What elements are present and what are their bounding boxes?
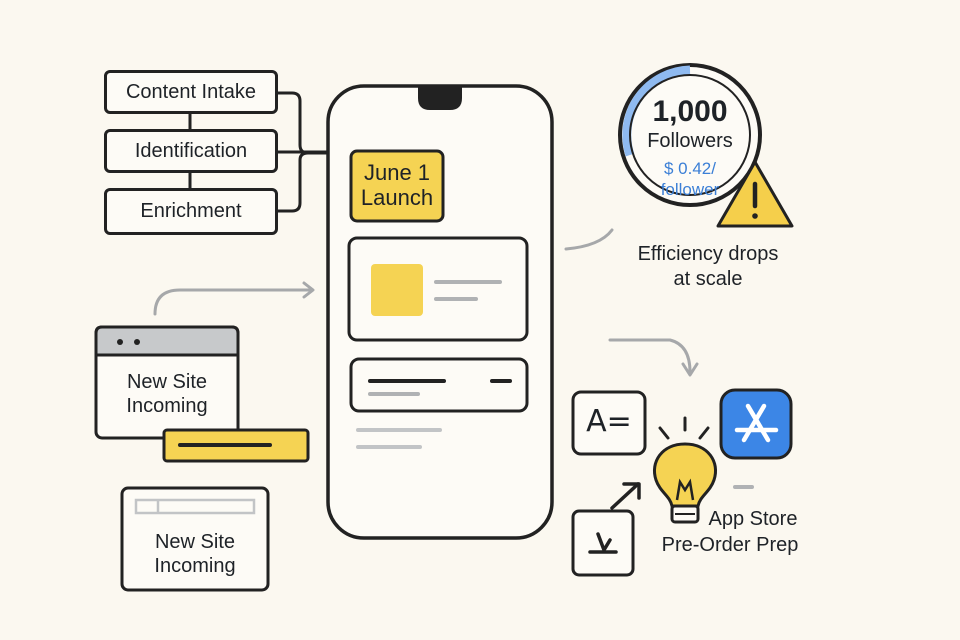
app-store-label-line: Pre-Order Prep bbox=[661, 534, 799, 556]
cost-value: $ 0.42/ bbox=[664, 159, 716, 178]
warning-icon bbox=[716, 160, 794, 228]
launch-badge-line: June 1 bbox=[363, 160, 431, 185]
followers-count: 1,000 bbox=[652, 95, 728, 128]
site-label-line: New Site bbox=[126, 371, 208, 393]
pipeline-step-content-intake: Content Intake bbox=[104, 70, 278, 114]
pipeline-step-identification: Identification bbox=[104, 129, 278, 173]
efficiency-note-line: Efficiency drops bbox=[637, 243, 779, 265]
efficiency-note: Efficiency drops at scale bbox=[620, 242, 796, 292]
efficiency-note-line: at scale bbox=[673, 268, 743, 290]
app-store-label: App Store Pre-Order Prep bbox=[640, 506, 820, 558]
launch-badge-line: Launch bbox=[360, 185, 434, 210]
launch-badge: June 1 Launch bbox=[351, 160, 443, 210]
pipeline-step-label: Identification bbox=[134, 139, 248, 162]
text-format-icon bbox=[571, 390, 647, 456]
pipeline-step-label: Enrichment bbox=[140, 200, 242, 222]
site-window-2-label: New Site Incoming bbox=[122, 530, 268, 578]
card-image-placeholder bbox=[371, 264, 423, 316]
site-label-line: New Site bbox=[154, 531, 236, 553]
site-label-line: Incoming bbox=[126, 395, 208, 417]
export-icon bbox=[571, 482, 641, 577]
pipeline-step-label: Content Intake bbox=[125, 80, 257, 103]
lightbulb-icon bbox=[653, 416, 717, 524]
app-store-icon bbox=[719, 388, 793, 460]
launch-badge-bg bbox=[349, 149, 445, 223]
followers-label: Followers bbox=[647, 130, 733, 152]
site-label-line: Incoming bbox=[154, 555, 236, 577]
phone-list-bar bbox=[349, 357, 529, 413]
site-window-1-label: New Site Incoming bbox=[96, 370, 238, 418]
app-store-label-line: App Store bbox=[708, 508, 798, 530]
phone-notch bbox=[418, 86, 462, 110]
text-format-icon-glyph: A= bbox=[586, 404, 632, 439]
cost-per-follower: $ 0.42/ follower bbox=[640, 158, 740, 200]
pipeline-step-enrichment: Enrichment bbox=[104, 188, 278, 235]
cost-unit: follower bbox=[660, 180, 720, 199]
